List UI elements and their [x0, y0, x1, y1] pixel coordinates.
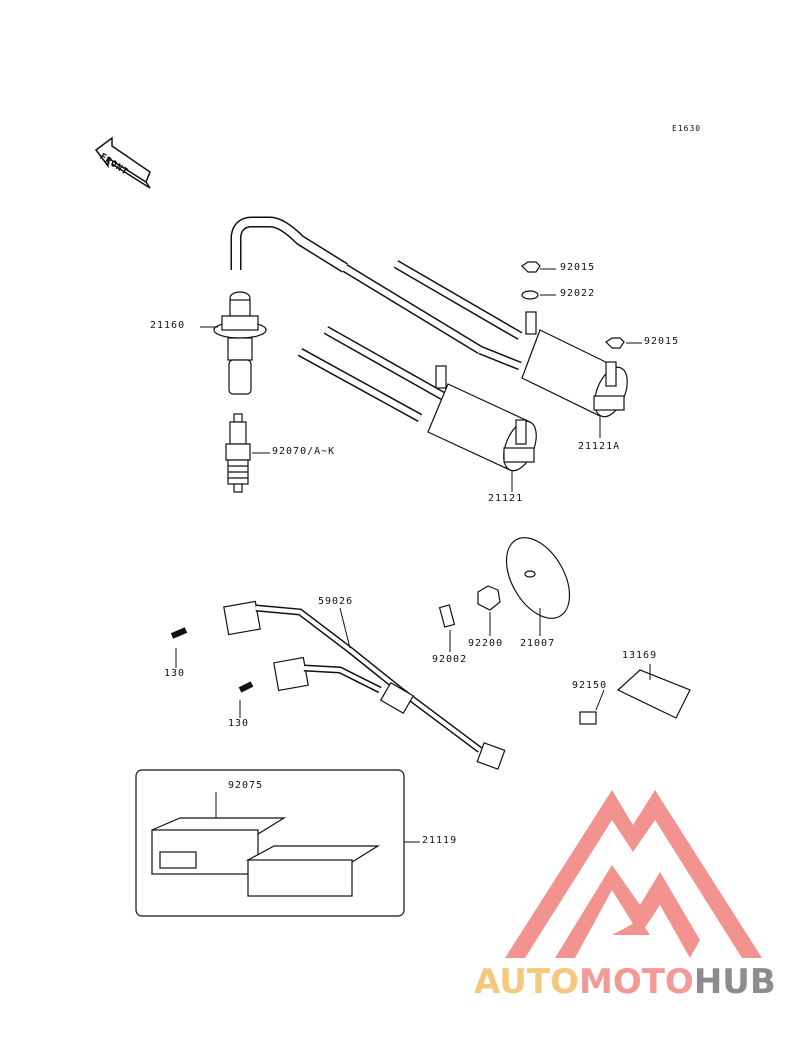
part-label-92150[interactable]: 92150 [572, 680, 608, 691]
bracket [579, 669, 691, 725]
spark-plug [225, 413, 251, 493]
part-label-92022[interactable]: 92022 [560, 288, 596, 299]
part-label-21121[interactable]: 21121 [488, 493, 524, 504]
watermark-auto: AUTO [474, 962, 579, 1002]
part-label-21007[interactable]: 21007 [520, 638, 556, 649]
timing-rotor [438, 537, 571, 628]
watermark-hub: HUB [693, 962, 776, 1002]
part-label-21160[interactable]: 21160 [150, 320, 186, 331]
spark-plug-cap [213, 216, 483, 395]
igniter-unit [151, 817, 381, 897]
ignition-coil-rear [393, 260, 628, 418]
part-label-130-lower[interactable]: 130 [228, 718, 250, 729]
diagram-code-label: E1630 [672, 124, 702, 133]
part-label-92200[interactable]: 92200 [468, 638, 504, 649]
nuts-washer [521, 261, 625, 349]
part-label-21121A[interactable]: 21121A [578, 441, 621, 452]
ignition-coil-front [297, 326, 537, 472]
part-label-92002[interactable]: 92002 [432, 654, 468, 665]
pickup-coil-harness [170, 600, 506, 770]
part-label-21119[interactable]: 21119 [422, 835, 458, 846]
part-label-92015-top[interactable]: 92015 [560, 262, 596, 273]
front-arrow-icon [94, 136, 151, 189]
watermark-moto: MOTO [578, 962, 694, 1002]
part-label-13169[interactable]: 13169 [622, 650, 658, 661]
igniter-box-frame [135, 769, 405, 917]
leader-lines [175, 268, 651, 843]
part-label-92015-right[interactable]: 92015 [644, 336, 680, 347]
part-label-92075[interactable]: 92075 [228, 780, 264, 791]
automotohub-watermark: AUTOMOTOHUB [474, 962, 776, 1002]
automotohub-logo [505, 790, 762, 958]
part-label-92070[interactable]: 92070/A~K [272, 446, 336, 457]
part-label-130-upper[interactable]: 130 [164, 668, 186, 679]
part-label-59026[interactable]: 59026 [318, 596, 354, 607]
